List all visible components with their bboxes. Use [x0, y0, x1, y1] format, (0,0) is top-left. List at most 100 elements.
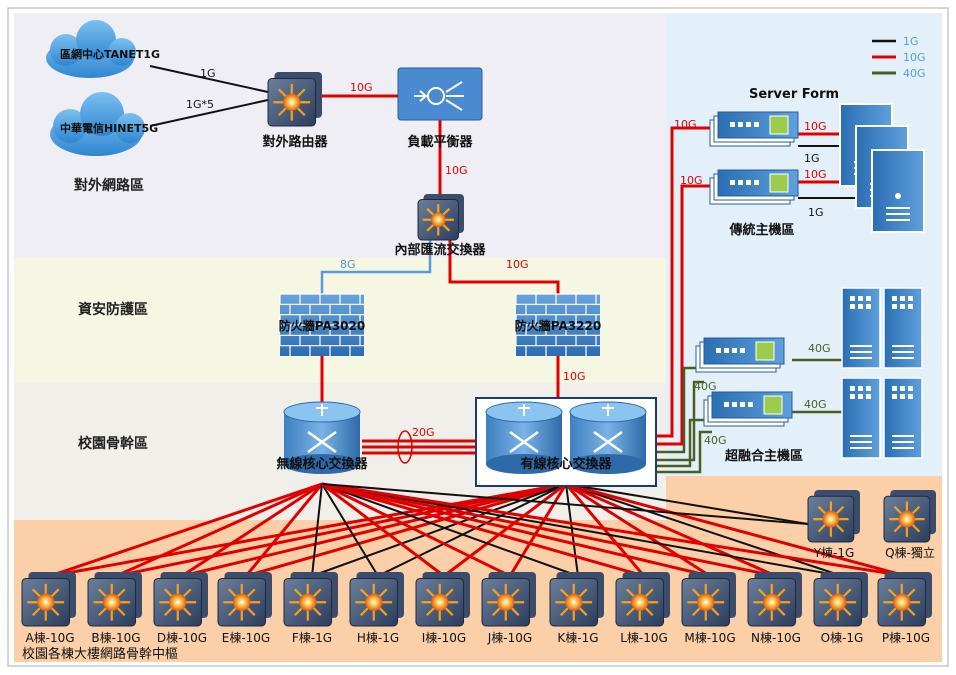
link-wireless-building [321, 482, 511, 578]
building-label: P棟-10G [882, 630, 930, 645]
tower-server-icon [871, 149, 925, 233]
speed-lb-internal: 10G [445, 164, 468, 177]
server-farm-title: Server Form [749, 87, 839, 102]
speed-server1-1g: 1G [804, 152, 820, 165]
server-icon [703, 391, 793, 427]
building-switch-icon [747, 572, 802, 627]
load-balancer-icon [397, 67, 483, 121]
hinet-label: 中華電信HINET5G [60, 121, 158, 135]
link-wired-building [565, 483, 809, 525]
router-icon [267, 72, 322, 127]
link-tanet-router [149, 65, 269, 93]
building-label: K棟-1G [557, 630, 598, 645]
speed-server1-top: 10G [674, 118, 697, 131]
link-hinet-router [149, 99, 269, 127]
building-label-side: Q棟-獨立 [885, 545, 935, 560]
building-label: O棟-1G [821, 630, 864, 645]
building-label: E棟-10G [222, 630, 270, 645]
tanet-label: 區網中心TANET1G [60, 47, 160, 61]
link-wired-server1 [656, 126, 718, 438]
server-icon [709, 169, 799, 205]
link-wireless-building [311, 483, 323, 577]
building-label: N棟-10G [751, 630, 801, 645]
link-wireless-building [181, 482, 323, 578]
wired-core-icon [569, 401, 647, 474]
link-wired-building [565, 483, 843, 577]
building-switch-icon [549, 572, 604, 627]
building-label: B棟-10G [91, 630, 140, 645]
server-icon [709, 111, 799, 147]
building-switch-icon [415, 572, 470, 627]
building-switches: A棟-10G B棟-10G D棟-10G E棟-10G F棟-1G H棟-1G I棟-10G… [21, 572, 932, 645]
speed-core-interlink: 20G [412, 426, 435, 439]
link-wired-building [377, 483, 567, 577]
lb-label: 負載平衡器 [407, 134, 473, 150]
pa3220-label: 防火牆PA3220 [515, 318, 601, 333]
building-label: I棟-10G [422, 630, 466, 645]
building-switch-icon [217, 572, 272, 627]
wired-core-label: 有線核心交換器 [520, 456, 612, 472]
link-wired-building [508, 483, 568, 577]
link-wired-building [311, 483, 567, 577]
link-wireless-building [321, 483, 809, 525]
link-wired-building [443, 482, 567, 578]
firewall-icon [515, 293, 600, 356]
building-switch-icon [883, 490, 936, 543]
building-switch-icon [21, 572, 76, 627]
rack-icon [841, 287, 923, 369]
speed-internal-pa3020: 8G [340, 258, 356, 271]
link-internal-pa3220 [448, 240, 560, 300]
link-internal-pa3020 [320, 240, 432, 300]
speed-server2-top: 10G [680, 174, 703, 187]
link-wired-hci1 [656, 366, 704, 454]
zone-backbone-label: 校園骨幹區 [78, 435, 148, 452]
building-label: F棟-1G [292, 630, 332, 645]
building-label: M棟-10G [684, 630, 735, 645]
building-label-side: Y棟-1G [813, 545, 855, 560]
server-icon [695, 337, 785, 373]
speed-hinet: 1G*5 [186, 98, 214, 111]
building-switch-icon [153, 572, 208, 627]
wireless-core-icon [283, 401, 361, 474]
link-aggregation-ring [397, 430, 413, 464]
link-wireless-building [321, 482, 645, 578]
rack-icon [841, 377, 923, 459]
link-wired-building [49, 482, 567, 578]
link-wireless-building [244, 483, 324, 577]
pa3020-label: 防火牆PA3020 [279, 318, 365, 333]
speed-hci1-right: 40G [808, 342, 831, 355]
speed-hci1-left: 40G [694, 380, 717, 393]
building-switch-icon [615, 572, 670, 627]
building-switch-icon [877, 572, 932, 627]
building-switch-icon [481, 572, 536, 627]
cloud-icon [50, 92, 145, 156]
building-label: H棟-1G [357, 630, 399, 645]
link-wired-building [115, 482, 567, 578]
building-switch-icon [681, 572, 736, 627]
link-wireless-building [49, 482, 323, 578]
link-wired-building [565, 482, 907, 578]
link-wireless-building [321, 482, 907, 578]
aggregation-label: 內部匯流交換器 [394, 242, 486, 258]
building-label: L棟-10G [620, 630, 668, 645]
link-wired-server2 [656, 184, 718, 446]
link-wireless-building [115, 482, 323, 578]
building-switch-icon [807, 490, 860, 543]
link-wired-building [565, 483, 579, 577]
link-wireless-building [321, 483, 579, 577]
speed-server2-right: 10G [804, 168, 827, 181]
legend-40g-label: 40G [903, 67, 926, 80]
building-label: A棟-10G [25, 630, 74, 645]
building-backbone-label: 校園各棟大樓網路骨幹中樞 [22, 646, 178, 662]
building-label: J棟-10G [487, 630, 532, 645]
link-wireless-building [321, 483, 843, 577]
zone-security-label: 資安防護區 [78, 301, 148, 318]
link-wired-building [565, 482, 711, 578]
link-wired-hci2b [656, 430, 712, 474]
speed-internal-pa3220: 10G [506, 258, 529, 271]
firewall-icon [279, 293, 364, 356]
speed-tanet: 1G [200, 67, 216, 80]
building-label: D棟-10G [157, 630, 207, 645]
